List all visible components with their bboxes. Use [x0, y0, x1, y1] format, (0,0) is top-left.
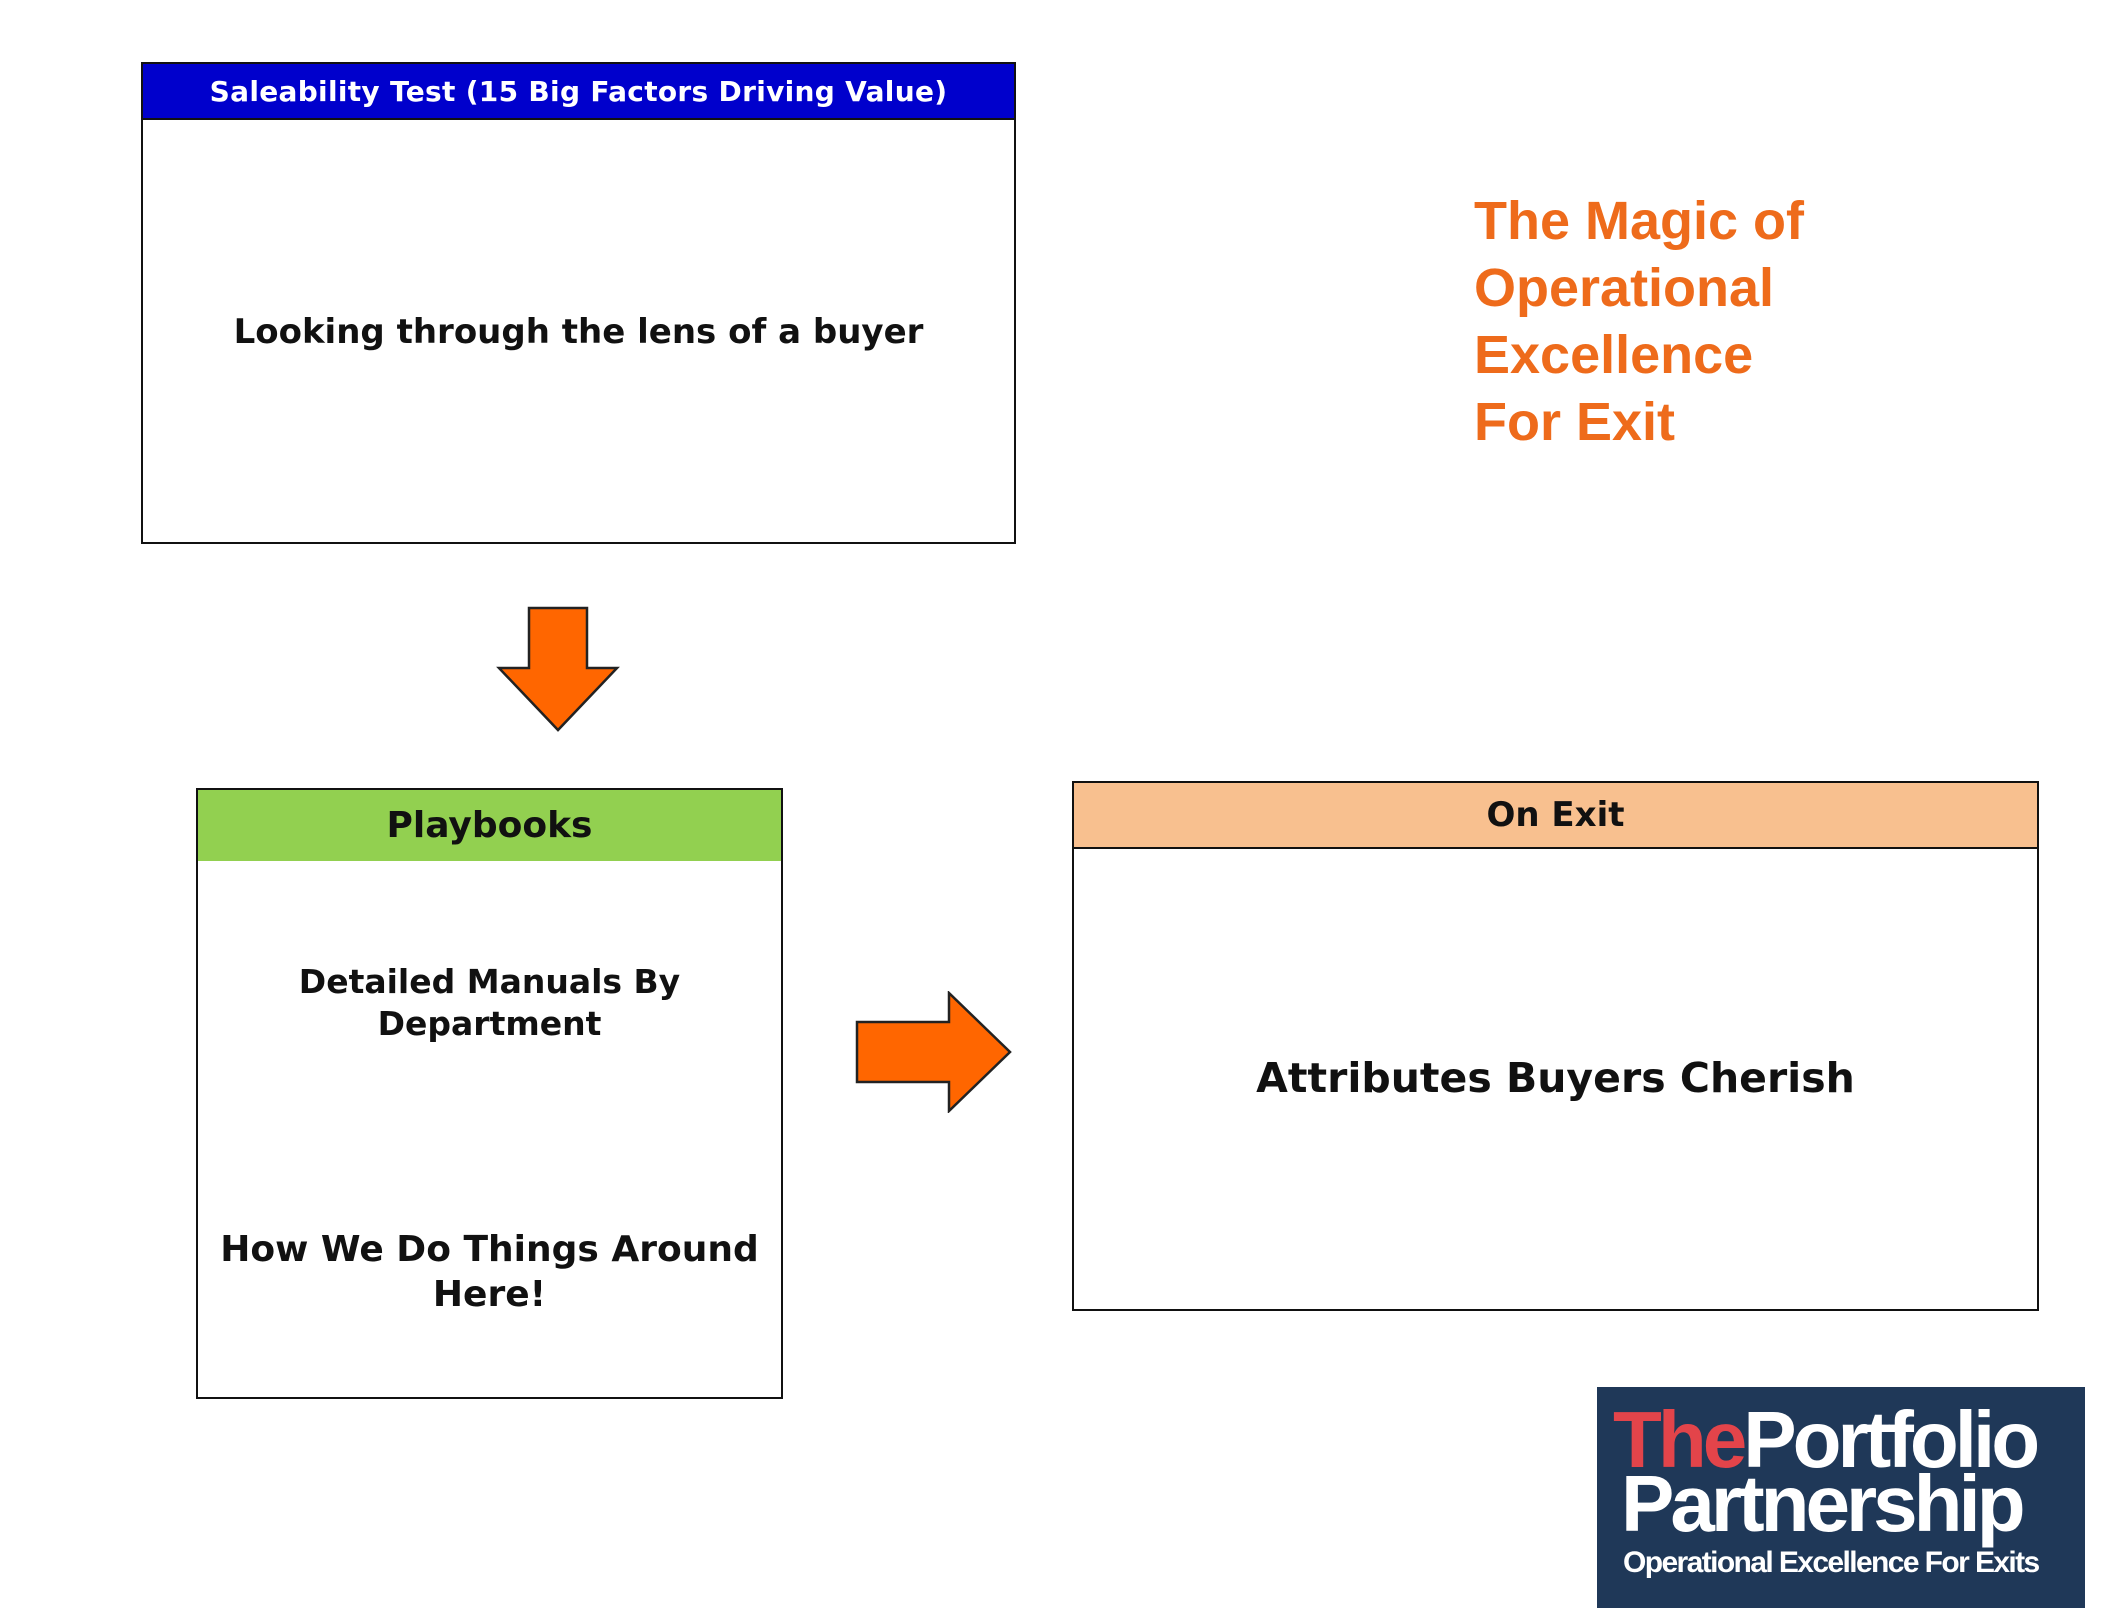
down-arrow-icon — [496, 606, 620, 732]
logo-portfolio: Portfolio — [1743, 1395, 2040, 1484]
title-line: For Exit — [1474, 392, 1676, 452]
logo-tagline: Operational Excellence For Exits — [1623, 1546, 2040, 1579]
title-line: Operational — [1474, 258, 1775, 318]
on-exit-body: Attributes Buyers Cherish — [1256, 1054, 1855, 1102]
logo-the: The — [1613, 1395, 1747, 1484]
how-we-do-things-text: How We Do Things Around Here! — [198, 1227, 781, 1317]
right-arrow-icon — [855, 991, 1012, 1113]
detailed-manuals-label: Detailed Manuals By Department — [298, 962, 681, 1043]
logo-wordmark-line1: ThePortfolio — [1613, 1395, 2040, 1485]
how-we-do-things-label: How We Do Things Around Here! — [220, 1229, 759, 1315]
on-exit-box: On Exit Attributes Buyers Cherish — [1072, 781, 2039, 1311]
portfolio-partnership-logo: ThePortfolio Partnership Operational Exc… — [1597, 1387, 2085, 1608]
title-line: Excellence — [1474, 325, 1754, 385]
logo-partnership: Partnership — [1621, 1459, 2026, 1548]
title-line: The Magic of — [1474, 191, 1805, 251]
saleability-test-body: Looking through the lens of a buyer — [233, 312, 924, 352]
down-arrow-shape — [496, 606, 620, 732]
saleability-test-box: Saleability Test (15 Big Factors Driving… — [141, 62, 1016, 544]
saleability-test-header: Saleability Test (15 Big Factors Driving… — [143, 64, 1014, 120]
right-arrow-shape — [855, 991, 1012, 1113]
playbooks-header: Playbooks — [198, 790, 781, 861]
on-exit-header: On Exit — [1074, 783, 2037, 849]
slide-title: The Magic of Operational Excellence For … — [1474, 188, 2034, 456]
playbooks-box: Playbooks Detailed Manuals By Department… — [196, 788, 783, 1399]
detailed-manuals-text: Detailed Manuals By Department — [198, 961, 781, 1045]
